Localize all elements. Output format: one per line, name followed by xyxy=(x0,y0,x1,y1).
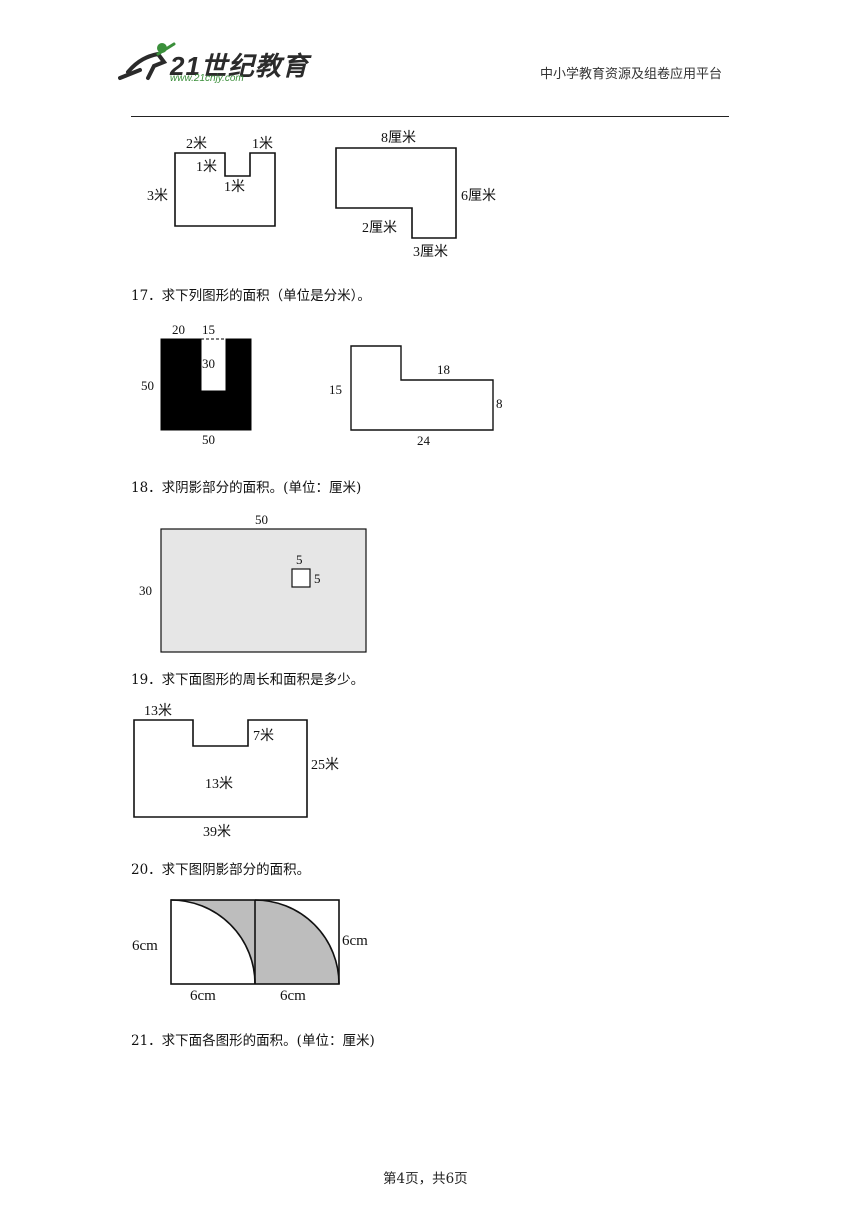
header: 21世纪教育 www.21cnjy.com 中小学教育资源及组卷应用平台 xyxy=(0,0,860,120)
label-19-bottom: 39米 xyxy=(203,824,231,840)
label-19-top-left: 13米 xyxy=(144,703,172,719)
figure-20: 6cm 6cm 6cm 6cm xyxy=(132,899,368,1004)
label-17a-top-gap: 15 xyxy=(202,322,215,337)
question-19: 19．求下面图形的周长和面积是多少。 xyxy=(131,672,365,688)
label-16b-top: 8厘米 xyxy=(381,130,416,146)
figure-17: 20 15 30 50 50 18 15 8 24 xyxy=(141,322,503,448)
label-17b-bottom: 24 xyxy=(417,433,431,448)
label-16a-notch-bottom: 1米 xyxy=(224,179,245,195)
label-20-right: 6cm xyxy=(342,933,368,949)
label-20-bottom-left: 6cm xyxy=(190,988,216,1004)
logo-runner-icon xyxy=(118,42,176,80)
label-16a-top-right: 1米 xyxy=(252,136,273,152)
header-divider xyxy=(131,116,729,117)
label-18-square-right: 5 xyxy=(314,571,321,586)
label-17a-notch-depth: 30 xyxy=(202,356,215,371)
label-17a-top-left: 20 xyxy=(172,322,185,337)
label-16a-top-left: 2米 xyxy=(186,136,207,152)
question-20: 20．求下图阴影部分的面积。 xyxy=(131,862,311,878)
label-16a-left: 3米 xyxy=(147,188,168,204)
figure-18-small-square xyxy=(291,568,311,588)
label-18-left: 30 xyxy=(139,583,152,598)
figure-17b-l-shape: 18 15 8 24 xyxy=(329,345,503,448)
figure-18: 50 30 5 5 xyxy=(139,512,367,653)
label-17b-top-step: 18 xyxy=(437,362,450,377)
figure-17a-shaded-u: 20 15 30 50 50 xyxy=(141,322,252,447)
question-18: 18．求阴影部分的面积。(单位：厘米) xyxy=(131,480,362,496)
label-17b-left: 15 xyxy=(329,382,342,397)
label-17a-left: 50 xyxy=(141,378,154,393)
label-16b-step: 2厘米 xyxy=(362,220,397,236)
label-17a-bottom: 50 xyxy=(202,432,215,447)
figure-20-shade-left xyxy=(171,900,255,984)
figure-19: 13米 7米 25米 13米 39米 xyxy=(133,703,339,840)
label-20-bottom-right: 6cm xyxy=(280,988,306,1004)
label-17b-right: 8 xyxy=(496,396,503,411)
label-18-square-top: 5 xyxy=(296,552,303,567)
logo-text: 21世纪教育 xyxy=(170,51,309,81)
label-16a-notch-left: 1米 xyxy=(196,159,217,175)
page-number: 第4页，共6页 xyxy=(383,1171,468,1187)
label-19-right: 25米 xyxy=(311,757,339,773)
label-20-left: 6cm xyxy=(132,938,158,954)
figure-20-shade-right xyxy=(255,900,339,984)
label-19-middle: 13米 xyxy=(205,776,233,792)
header-site-name: 中小学教育资源及组卷应用平台 xyxy=(540,67,723,82)
label-19-notch-side: 7米 xyxy=(253,728,274,744)
label-16b-right: 6厘米 xyxy=(461,188,496,204)
label-16b-bottom: 3厘米 xyxy=(413,244,448,260)
figure-16: 2米 1米 1米 1米 3米 8厘米 6厘米 2厘米 3厘米 xyxy=(147,130,496,260)
figure-16b-l-shape: 8厘米 6厘米 2厘米 3厘米 xyxy=(335,130,496,260)
logo-url: www.21cnjy.com xyxy=(170,73,244,84)
figure-16a-notched-rectangle: 2米 1米 1米 1米 3米 xyxy=(147,136,276,227)
label-18-top: 50 xyxy=(255,512,268,527)
question-21: 21．求下面各图形的面积。(单位：厘米) xyxy=(131,1033,375,1049)
question-17: 17．求下列图形的面积（单位是分米）。 xyxy=(131,288,371,304)
